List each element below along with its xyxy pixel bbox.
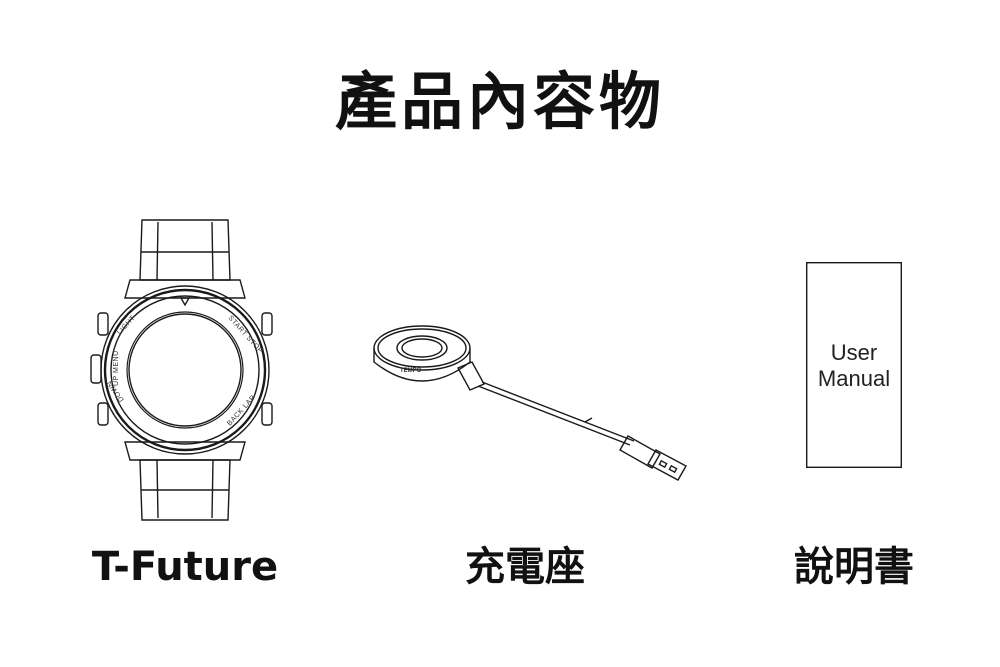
dock-brand-text: TEMPO [400,368,422,374]
item-label-charging-dock: 充電座 [465,544,585,590]
user-manual-illustration: User Manual [806,262,902,468]
watch-label-up-menu: UP MENU [113,350,120,386]
smartwatch-illustration: LIGHT START STOP UP MENU DOWN BACK LAP [90,219,273,521]
item-label-user-manual: 說明書 [794,544,914,590]
page-title: 產品內容物 [334,65,665,138]
charging-dock-illustration: TEMPO [373,325,687,481]
item-label-t-future: T-Future [91,544,279,590]
manual-text-line-2: Manual [818,366,890,391]
manual-text-line-1: User [831,340,877,365]
watch-label-start-stop: START STOP [227,315,264,355]
